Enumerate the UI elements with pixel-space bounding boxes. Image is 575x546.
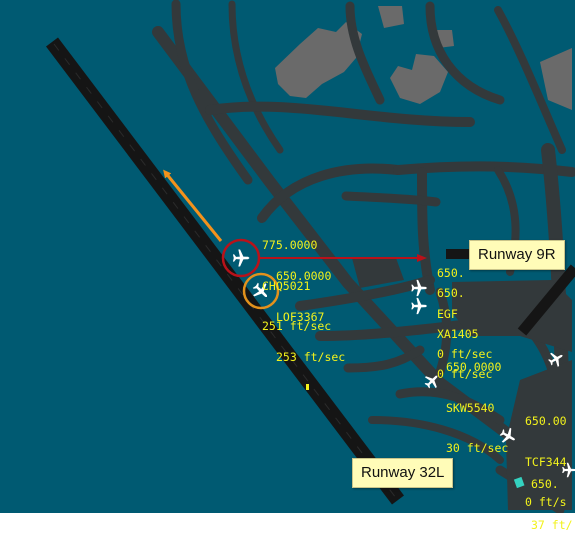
tag-speed: 30 ft/sec [446,441,509,455]
tag-frequency: 650.0000 [276,269,332,283]
apron-area [352,258,572,510]
tag-speed: 0 ft/s [525,495,567,509]
tag-speed: 251 ft/sec [262,319,332,333]
marker-icon [306,384,309,390]
tag-callsign: LOF3367 [276,309,325,324]
tag-frequency: 650. [531,477,559,491]
data-tag-skw5540[interactable]: 650.0000 SKW5540 30 ft/sec [446,334,508,469]
callout-runway-32l: Runway 32L [352,458,454,488]
tag-frequency: 650. [437,286,465,300]
tag-callsign: EGF [437,306,458,321]
tag-callsign: CHQ5021 [262,278,311,293]
taxiways [152,0,575,513]
callout-runway-9r: Runway 9R [469,240,565,270]
data-tag-lof3367[interactable]: 650.0000 LOF3367 253 ft/sec [276,243,345,378]
tag-speed: 253 ft/sec [276,350,346,364]
data-tag-chq5021[interactable]: 775.0000 CHQ5021 251 ft/sec [262,212,331,347]
watch-ring[interactable] [242,272,280,310]
conflict-ring[interactable] [221,238,261,278]
runway-9r [517,264,575,336]
terminal-buildings [275,6,572,110]
tag-frequency: 650. [437,266,465,280]
data-tag-unknown[interactable]: 650. 37 ft/ [531,451,573,546]
tag-callsign: TCF344 [525,454,567,469]
data-tag-egf[interactable]: 650. EGF 0 ft/sec [437,240,492,375]
tag-frequency: 650.00 [525,414,567,428]
tag-callsign: SKW5540 [446,400,495,415]
data-tag-tcf344[interactable]: 650.00 TCF344 0 ft/s [525,388,567,523]
tag-speed: 0 ft/sec [437,347,493,361]
tag-callsign: XA1405 [437,326,479,341]
runway-centerline [53,43,397,499]
tag-frequency: 650.0000 [446,360,502,374]
tag-speed: 0 ft/sec [437,367,493,381]
tag-frequency: 775.0000 [262,238,318,252]
ground-vehicle-icon[interactable] [513,476,525,489]
departure-direction-arrow [163,169,223,242]
tag-speed: 37 ft/ [531,517,573,532]
data-tag-xa1405[interactable]: 650. XA1405 0 ft/sec [437,260,492,395]
